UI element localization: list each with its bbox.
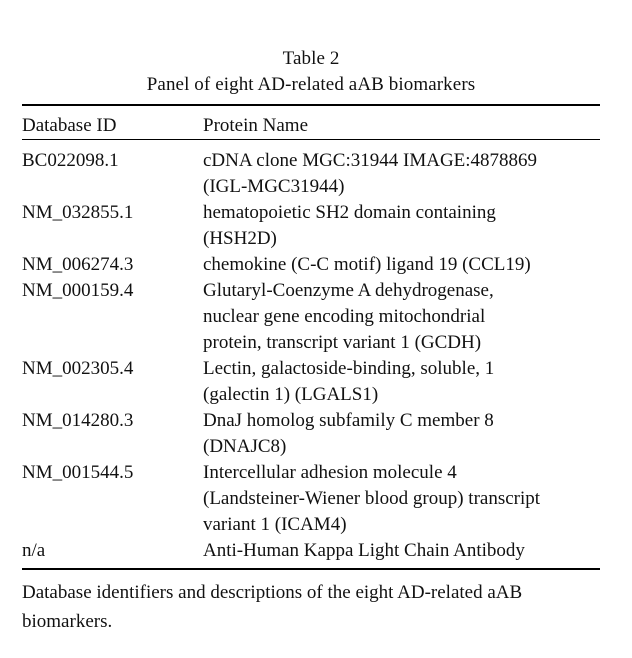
cell-line: nuclear gene encoding mitochondrial	[203, 306, 486, 327]
cell-line: (Landsteiner-Wiener blood group) transcr…	[203, 488, 541, 509]
cell-database-id: n/a	[22, 540, 46, 561]
cell-database-id: NM_000159.4	[22, 280, 134, 301]
cell-protein-name: hematopoietic SH2 domain containing (HSH…	[203, 200, 600, 252]
cell-protein-name: DnaJ homolog subfamily C member 8 (DNAJC…	[203, 408, 600, 460]
table-number: Table 2	[282, 48, 340, 69]
cell-line: (HSH2D)	[203, 228, 277, 249]
cell-database-id: BC022098.1	[22, 150, 119, 171]
cell-line: (galectin 1) (LGALS1)	[203, 384, 379, 405]
cell-line: Glutaryl-Coenzyme A dehydrogenase,	[203, 280, 494, 301]
footnote-line: biomarkers.	[22, 611, 113, 632]
cell-line: hematopoietic SH2 domain containing	[203, 202, 496, 223]
cell-line: variant 1 (ICAM4)	[203, 514, 347, 535]
table-footnote: Database identifiers and descriptions of…	[22, 578, 608, 636]
cell-database-id: NM_002305.4	[22, 358, 134, 379]
table-title: Panel of eight AD-related aAB biomarkers	[146, 74, 476, 95]
table-header-rule	[22, 139, 600, 140]
cell-line: Lectin, galactoside-binding, soluble, 1	[203, 358, 495, 379]
cell-protein-name: Intercellular adhesion molecule 4 (Lands…	[203, 460, 600, 538]
cell-line: chemokine (C-C motif) ligand 19 (CCL19)	[203, 254, 531, 275]
cell-line: Intercellular adhesion molecule 4	[203, 462, 457, 483]
cell-line: Anti-Human Kappa Light Chain Antibody	[203, 540, 525, 561]
footnote-line: Database identifiers and descriptions of…	[22, 582, 523, 603]
cell-line: DnaJ homolog subfamily C member 8	[203, 410, 494, 431]
cell-line: (DNAJC8)	[203, 436, 287, 457]
cell-database-id: NM_006274.3	[22, 254, 134, 275]
table-top-rule	[22, 104, 600, 106]
cell-protein-name: Lectin, galactoside-binding, soluble, 1 …	[203, 356, 600, 408]
cell-protein-name: cDNA clone MGC:31944 IMAGE:4878869 (IGL-…	[203, 148, 600, 200]
table-caption: Table 2 Panel of eight AD-related aAB bi…	[22, 46, 600, 98]
cell-database-id: NM_032855.1	[22, 202, 134, 223]
cell-protein-name: Anti-Human Kappa Light Chain Antibody	[203, 538, 600, 564]
cell-protein-name: Glutaryl-Coenzyme A dehydrogenase, nucle…	[203, 278, 600, 356]
cell-line: (IGL-MGC31944)	[203, 176, 345, 197]
cell-line: cDNA clone MGC:31944 IMAGE:4878869	[203, 150, 538, 171]
cell-database-id: NM_014280.3	[22, 410, 134, 431]
column-header-database-id: Database ID	[22, 115, 117, 136]
table-bottom-rule	[22, 568, 600, 570]
cell-database-id: NM_001544.5	[22, 462, 134, 483]
cell-protein-name: chemokine (C-C motif) ligand 19 (CCL19)	[203, 252, 600, 278]
column-header-protein-name: Protein Name	[203, 115, 309, 136]
cell-line: protein, transcript variant 1 (GCDH)	[203, 332, 482, 353]
